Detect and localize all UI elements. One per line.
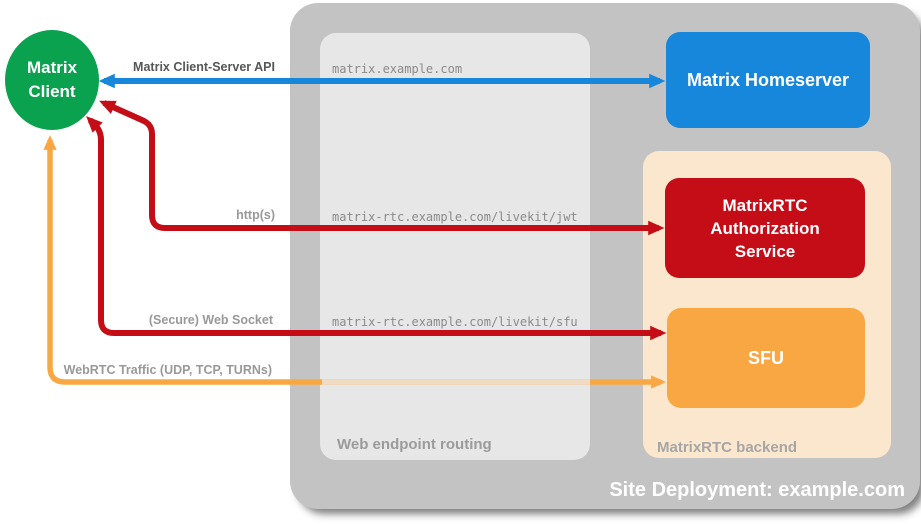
- arrow-label-websocket: (Secure) Web Socket: [148, 313, 273, 327]
- node-matrixrtc-authorization-service: MatrixRTC Authorization Service: [665, 178, 865, 278]
- arrow-label-webrtc: WebRTC Traffic (UDP, TCP, TURNs): [63, 363, 272, 377]
- node-matrix-homeserver: Matrix Homeserver: [666, 32, 870, 128]
- arrow-label-https: http(s): [236, 208, 275, 222]
- site-deployment-label: Site Deployment: example.com: [609, 479, 905, 501]
- node-matrix-client: Matrix Client: [5, 30, 99, 130]
- matrixrtc-backend-label: MatrixRTC backend: [657, 439, 798, 456]
- node-sfu: SFU: [667, 308, 865, 408]
- endpoint-label-homeserver: matrix.example.com: [332, 62, 463, 76]
- group-web-endpoint-routing: [320, 33, 590, 460]
- endpoint-label-livekit-jwt: matrix-rtc.example.com/livekit/jwt: [332, 210, 578, 224]
- arrow-label-client-server-api: Matrix Client-Server API: [133, 60, 275, 74]
- endpoint-label-livekit-sfu: matrix-rtc.example.com/livekit/sfu: [332, 315, 578, 329]
- web-endpoint-routing-label: Web endpoint routing: [337, 436, 492, 453]
